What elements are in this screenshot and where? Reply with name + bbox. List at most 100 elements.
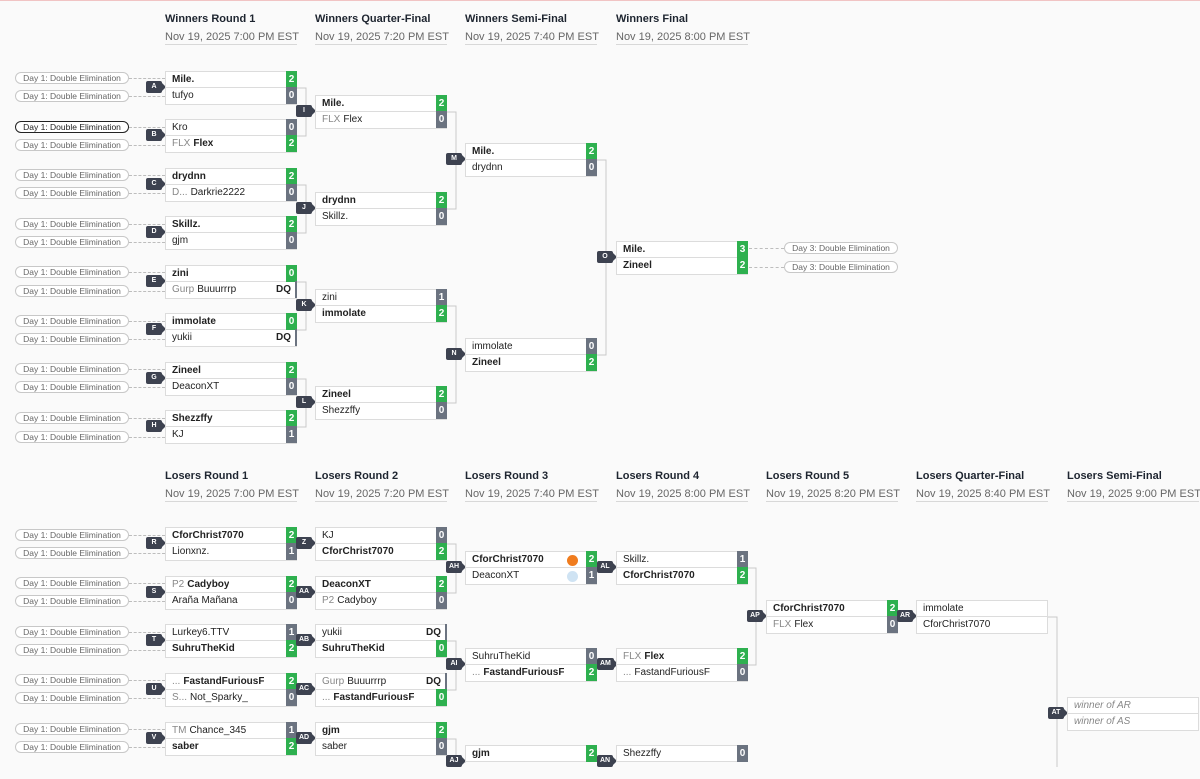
participant-row[interactable]: Mile.2 (165, 71, 297, 88)
source-pill[interactable]: Day 1: Double Elimination (15, 285, 129, 297)
participant-row[interactable]: Mile.2 (465, 143, 597, 160)
source-pill[interactable]: Day 1: Double Elimination (15, 674, 129, 686)
source-pill[interactable]: Day 1: Double Elimination (15, 595, 129, 607)
source-pill[interactable]: Day 1: Double Elimination (15, 121, 129, 133)
source-pill[interactable]: Day 1: Double Elimination (15, 723, 129, 735)
source-pill[interactable]: Day 1: Double Elimination (15, 72, 129, 84)
participant-row[interactable]: Skillz.2 (165, 216, 297, 233)
participant-row[interactable]: CforChrist7070 (916, 617, 1048, 634)
source-pill[interactable]: Day 1: Double Elimination (15, 741, 129, 753)
source-pill[interactable]: Day 1: Double Elimination (15, 187, 129, 199)
source-pill[interactable]: Day 1: Double Elimination (15, 577, 129, 589)
source-pill[interactable]: Day 3: Double Elimination (784, 261, 898, 273)
participant-row[interactable]: immolate (916, 600, 1048, 617)
participant-row[interactable]: Lionxnz.1 (165, 543, 297, 561)
source-pill[interactable]: Day 1: Double Elimination (15, 139, 129, 151)
source-pill[interactable]: Day 1: Double Elimination (15, 333, 129, 345)
source-pill[interactable]: Day 1: Double Elimination (15, 626, 129, 638)
participant-row[interactable]: Mile.3 (616, 241, 748, 258)
participant-row[interactable]: Skillz.0 (315, 208, 447, 226)
participant-row[interactable]: S...Not_Sparky_0 (165, 689, 297, 707)
source-pill[interactable]: Day 1: Double Elimination (15, 363, 129, 375)
participant-row[interactable]: winner of AR (1067, 697, 1199, 714)
source-pill[interactable]: Day 1: Double Elimination (15, 218, 129, 230)
source-pill[interactable]: Day 1: Double Elimination (15, 692, 129, 704)
source-pill[interactable]: Day 1: Double Elimination (15, 169, 129, 181)
source-pill[interactable]: Day 1: Double Elimination (15, 412, 129, 424)
source-pill[interactable]: Day 1: Double Elimination (15, 547, 129, 559)
participant-row[interactable]: winner of AS (1067, 714, 1199, 731)
participant-row[interactable]: Skillz.1 (616, 551, 748, 568)
source-pill[interactable]: Day 1: Double Elimination (15, 644, 129, 656)
source-pill[interactable]: Day 1: Double Elimination (15, 236, 129, 248)
source-pill[interactable]: Day 1: Double Elimination (15, 266, 129, 278)
